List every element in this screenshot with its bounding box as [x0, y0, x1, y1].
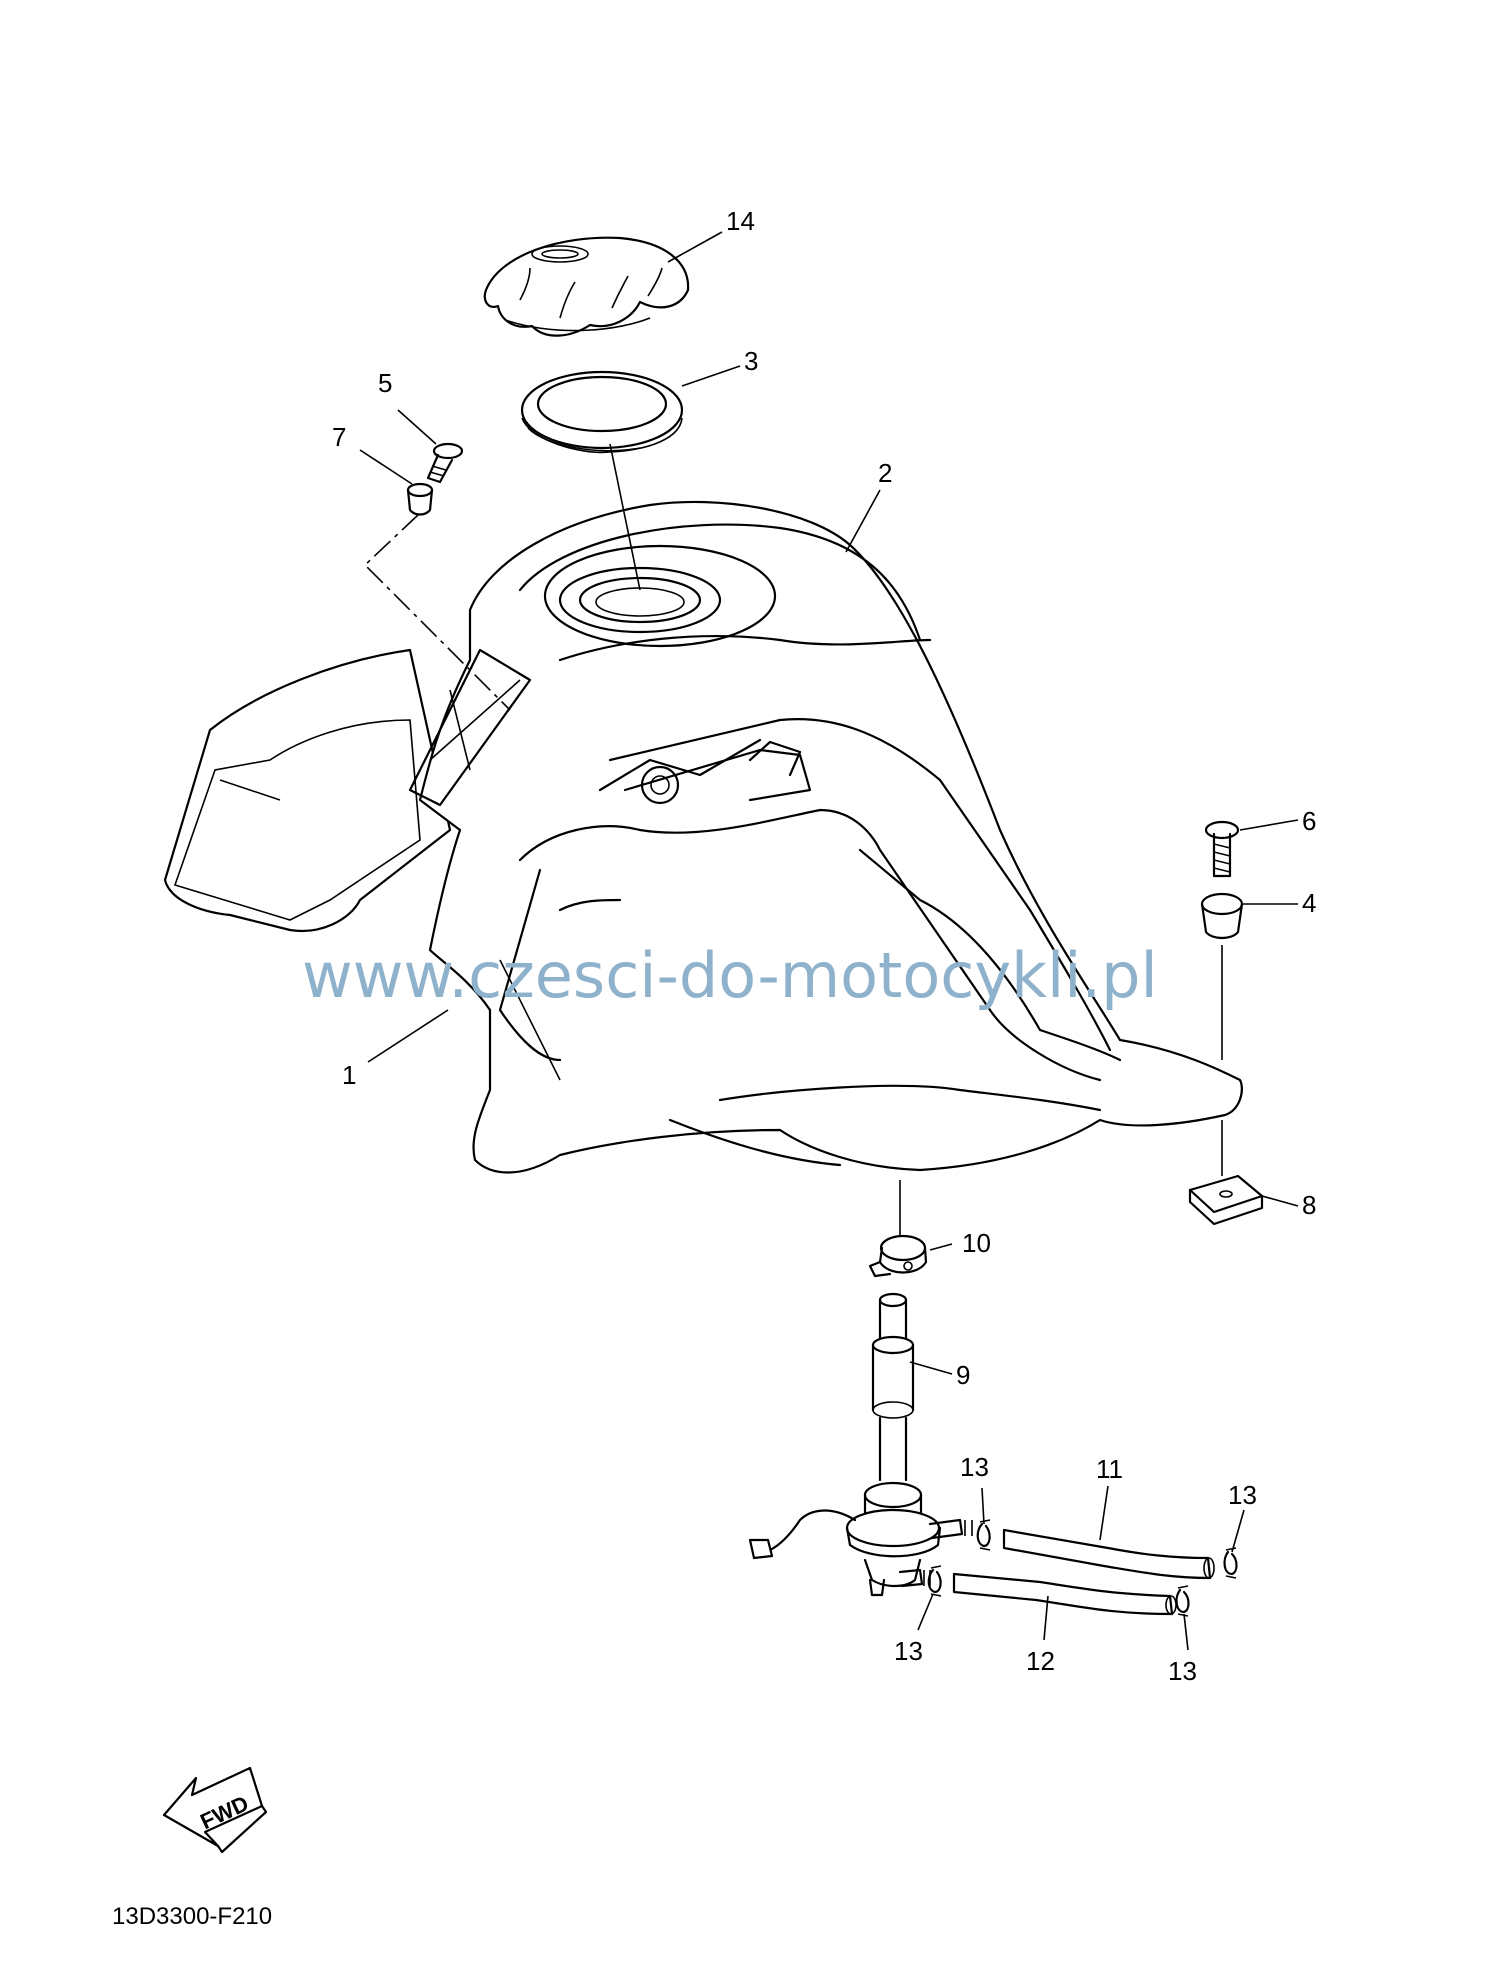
callout-2: 2 [878, 458, 892, 488]
callout-7: 7 [332, 422, 346, 452]
clip-part-13-a [976, 1519, 991, 1551]
fuel-cock-part-9 [748, 1292, 973, 1597]
callout-labels: 14 3 5 7 2 6 4 1 8 10 9 13 11 13 13 12 1… [332, 206, 1316, 1686]
callout-6: 6 [1302, 806, 1316, 836]
bolt-part-5 [426, 442, 464, 484]
hose-part-12 [952, 1572, 1177, 1616]
callout-12: 12 [1026, 1646, 1055, 1676]
callout-4: 4 [1302, 888, 1316, 918]
callout-5: 5 [378, 368, 392, 398]
clip-part-13-b [1223, 1547, 1238, 1579]
bolt-part-6 [1204, 820, 1240, 878]
damper-part-8 [1188, 1174, 1264, 1226]
gasket-part-3 [520, 370, 684, 454]
fwd-arrow-icon: FWD [162, 1766, 268, 1854]
watermark: www.czesci-do-motocykli.pl [302, 939, 1158, 1012]
callout-3: 3 [744, 346, 758, 376]
clamp-part-10 [868, 1234, 928, 1278]
callout-13-a: 13 [960, 1452, 989, 1482]
callout-14: 14 [726, 206, 755, 236]
callout-1: 1 [342, 1060, 356, 1090]
callout-13-c: 13 [894, 1636, 923, 1666]
leader-lines [359, 231, 1299, 1651]
collar-part-7 [406, 482, 434, 516]
fuel-cap-part-14 [483, 236, 690, 337]
assembly-lines [363, 443, 1223, 1236]
callout-8: 8 [1302, 1190, 1316, 1220]
clip-part-13-d [1175, 1585, 1190, 1617]
callout-13-b: 13 [1228, 1480, 1257, 1510]
callout-13-d: 13 [1168, 1656, 1197, 1686]
drawing-code: 13D3300-F210 [112, 1903, 272, 1930]
collar-part-4 [1200, 892, 1244, 940]
fuel-tank-part-2 [163, 500, 1243, 1174]
callout-9: 9 [956, 1360, 970, 1390]
hose-part-11 [1002, 1528, 1215, 1580]
callout-10: 10 [962, 1228, 991, 1258]
callout-11: 11 [1096, 1454, 1123, 1484]
